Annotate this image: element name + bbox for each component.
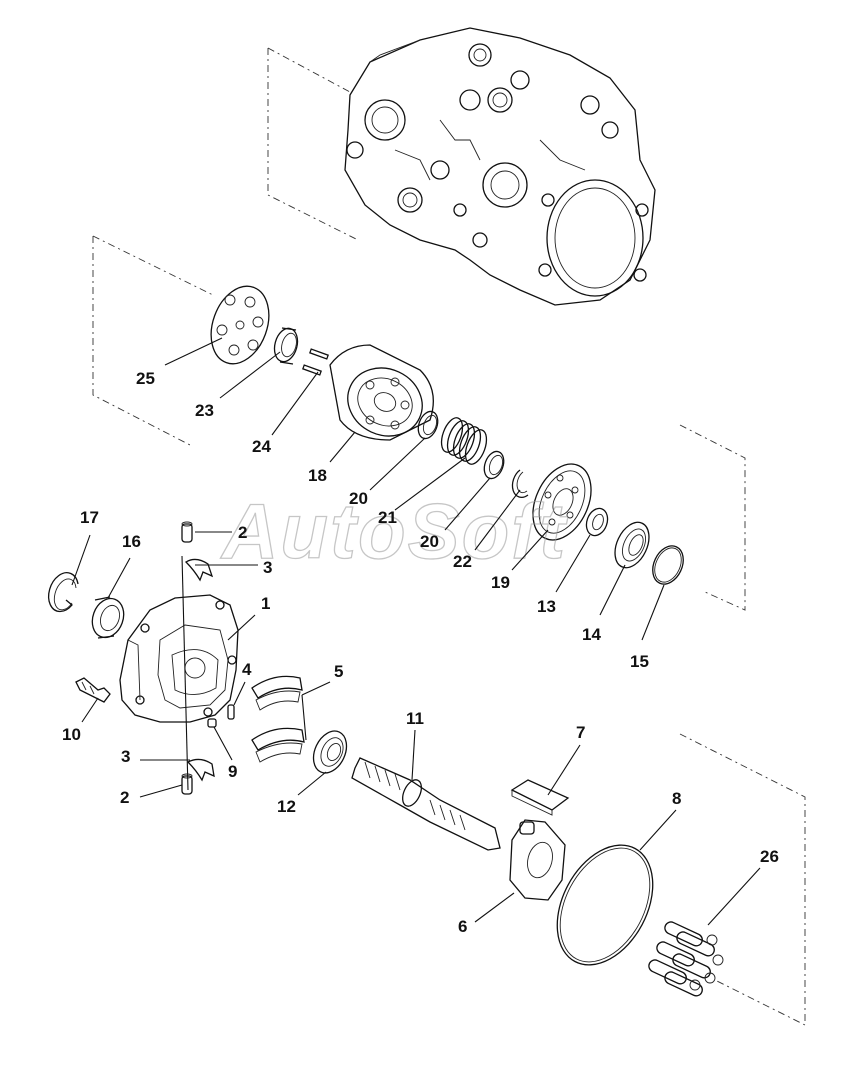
ring-15: [652, 545, 684, 585]
callout-10: 10: [62, 725, 81, 744]
shaft-11: [351, 757, 501, 851]
pin-4: [227, 704, 235, 720]
callout-18: 18: [308, 466, 327, 485]
pin-2-lower: [181, 773, 193, 795]
callout-numbers: 25 23 24 18 20 21 20 22 19 13 14 15 17 1…: [62, 369, 779, 936]
callout-13: 13: [537, 597, 556, 616]
callout-23: 23: [195, 401, 214, 420]
callout-3-lower: 3: [121, 747, 130, 766]
clip-3-lower: [186, 758, 215, 782]
callout-8: 8: [672, 789, 681, 808]
callout-15: 15: [630, 652, 649, 671]
key-7: [510, 779, 570, 816]
bearing-14: [614, 521, 650, 569]
leader-lines: [71, 337, 761, 926]
callout-11: 11: [406, 709, 424, 728]
spring-21: [440, 417, 488, 465]
oil-seal-16: [91, 596, 125, 639]
callout-5: 5: [334, 662, 343, 681]
group-frame-lines: [92, 47, 806, 1026]
callout-6: 6: [458, 917, 467, 936]
cover-6: [509, 819, 566, 901]
shoes-5: [251, 675, 305, 763]
callout-20-upper: 20: [349, 489, 368, 508]
callout-26: 26: [760, 847, 779, 866]
pump-housing: [344, 27, 656, 306]
cylinder-block-18: [329, 344, 434, 441]
watermark: AutoSoft: [220, 487, 568, 575]
spacer-20-upper: [417, 410, 439, 440]
fitting-10: [75, 677, 111, 703]
pins-24: [302, 348, 329, 376]
callout-25: 25: [136, 369, 155, 388]
callout-12: 12: [277, 797, 296, 816]
callout-19: 19: [491, 573, 510, 592]
callout-1: 1: [261, 594, 270, 613]
callout-22: 22: [453, 552, 472, 571]
clip-3-upper: [184, 558, 214, 582]
callout-14: 14: [582, 625, 601, 644]
callout-3-upper: 3: [263, 558, 272, 577]
bearing-12: [312, 730, 348, 774]
pin-2-upper: [181, 521, 193, 543]
valve-plate-25: [210, 285, 270, 365]
o-ring-8: [556, 844, 654, 966]
callout-16: 16: [122, 532, 141, 551]
spacer-20-lower: [483, 450, 505, 480]
callout-20-lower: 20: [420, 532, 439, 551]
callout-21: 21: [378, 508, 397, 527]
snap-ring-22: [511, 469, 529, 498]
swash-plate-19: [532, 463, 592, 541]
case-1: [119, 594, 239, 723]
callout-7: 7: [576, 723, 585, 742]
ring-23: [273, 327, 299, 365]
pin-9: [207, 718, 217, 728]
callout-4: 4: [242, 660, 252, 679]
pistons-26: [648, 921, 724, 997]
callout-2-lower: 2: [120, 788, 129, 807]
callout-24: 24: [252, 437, 271, 456]
washer-13: [585, 507, 609, 537]
callout-2-upper: 2: [238, 523, 247, 542]
snap-ring-17: [47, 572, 79, 613]
callout-17: 17: [80, 508, 99, 527]
callout-9: 9: [228, 762, 237, 781]
